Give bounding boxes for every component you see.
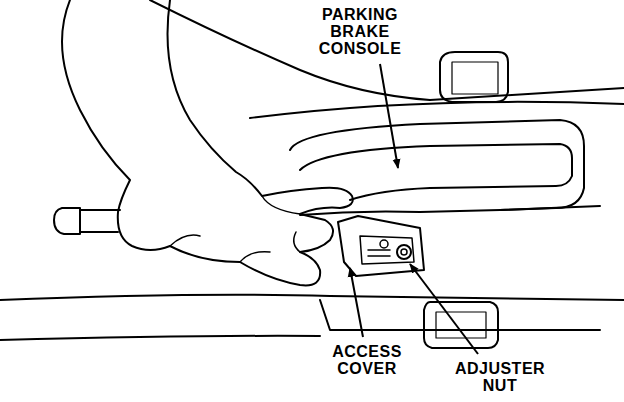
leader-line — [380, 64, 398, 168]
leader-line — [350, 268, 363, 337]
part-label: ADJUSTER NUT — [455, 360, 545, 394]
part-label: PARKING BRAKE CONSOLE — [319, 6, 402, 57]
part-label: ACCESS COVER — [332, 343, 402, 377]
leader-line — [410, 264, 478, 354]
